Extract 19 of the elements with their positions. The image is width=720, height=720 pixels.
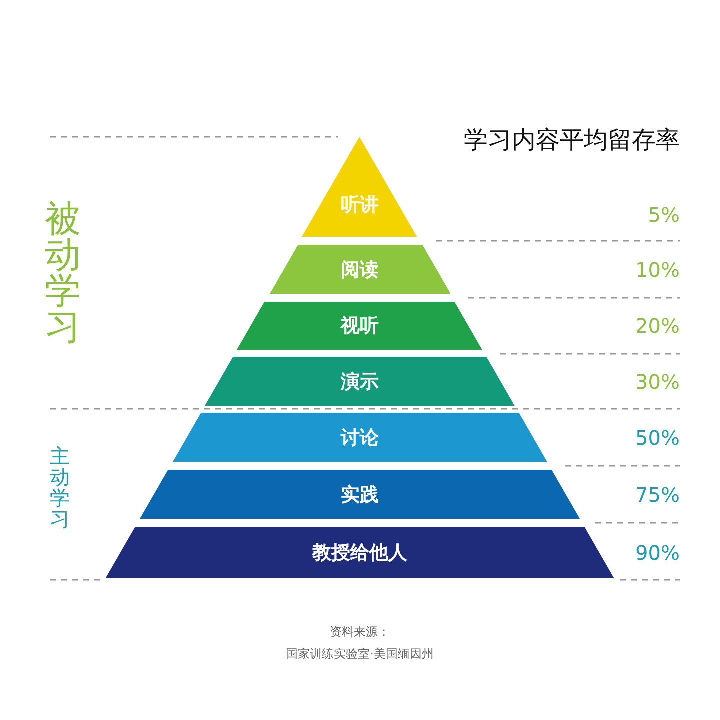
- percentage-label: 75%: [636, 482, 680, 506]
- pyramid-band: 视听: [237, 302, 483, 350]
- pyramid-band: 实践: [140, 470, 580, 519]
- percentage-label: 10%: [636, 258, 680, 282]
- percentage-label: 30%: [636, 370, 680, 394]
- column-heading: 学习内容平均留存率: [464, 125, 680, 156]
- pyramid-triangle: 听讲: [302, 137, 418, 237]
- source-note: 资料来源：: [329, 624, 391, 640]
- pyramid-band: 演示: [205, 357, 515, 406]
- percentage-label: 5%: [648, 203, 680, 227]
- source-note: 国家训练实验室·美国缅因州: [285, 646, 435, 662]
- percentage-label: 90%: [636, 540, 680, 564]
- side-label: 主动学习: [49, 446, 71, 530]
- pyramid-band: 教授给他人: [106, 527, 614, 578]
- percentage-label: 50%: [636, 426, 680, 450]
- pyramid-band: 阅读: [270, 245, 450, 294]
- pyramid-band: 讨论: [172, 413, 548, 462]
- side-label: 被动学习: [44, 202, 82, 346]
- percentage-label: 20%: [636, 314, 680, 338]
